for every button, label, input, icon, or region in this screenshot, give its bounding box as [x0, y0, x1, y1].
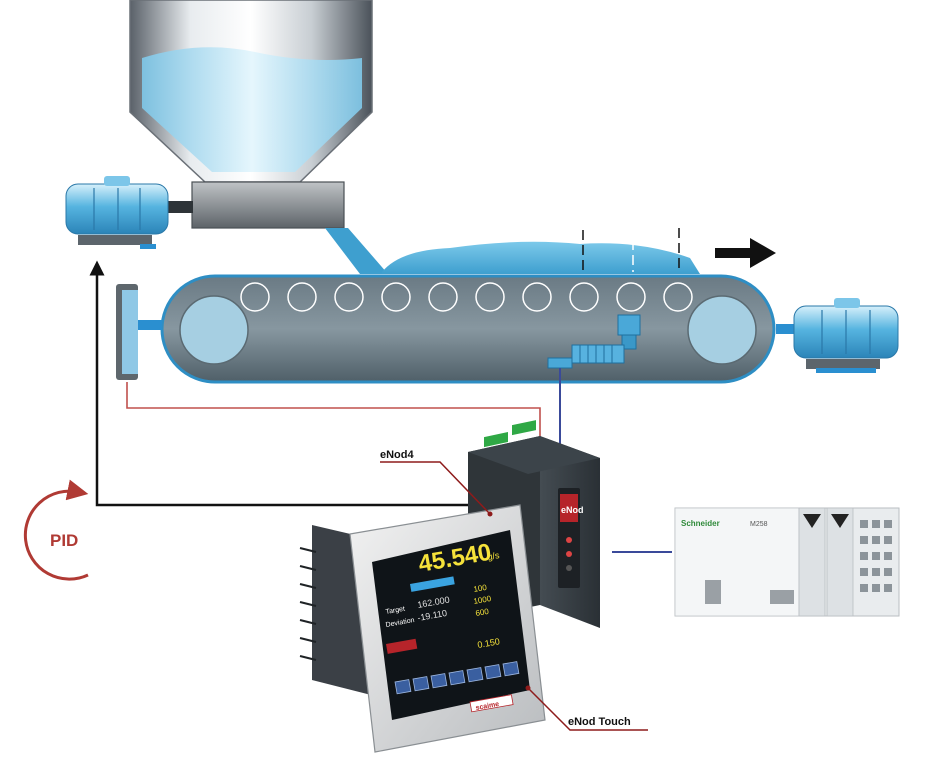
material-chute [325, 228, 388, 274]
discharge-motor [776, 298, 899, 373]
panel-heatsink-fins [299, 547, 317, 661]
screen-right-value-1: 100 [473, 583, 488, 594]
screen-main-unit: g/s [487, 550, 501, 562]
belt-idler-rollers [240, 282, 693, 312]
plc-brand: Schneider [681, 519, 720, 528]
load-cell [547, 314, 641, 369]
screen-button-row [394, 661, 520, 695]
enod4-brand: eNod [561, 505, 584, 515]
dosing-gate [163, 181, 345, 229]
plc-controller: Schneider M258 [674, 507, 900, 617]
enod4-callout: eNod4 [380, 449, 493, 517]
plc-model: M258 [750, 521, 768, 528]
conveyor-belt [160, 274, 776, 384]
pid-loop-arrow-icon [23, 479, 89, 581]
screen-row-label-2: Deviation [385, 617, 415, 629]
feed-motor [65, 176, 169, 249]
screen-right-value-3: 600 [475, 607, 490, 618]
speed-encoder [116, 284, 162, 380]
enod-touch-callout: eNod Touch [525, 685, 648, 731]
plc-io-terminals [860, 520, 892, 592]
pid-feedback-wire [89, 260, 468, 507]
enod-touch-panel: 45.540 g/s Target 162.000 Deviation -19.… [299, 504, 546, 753]
screen-right-value-2: 1000 [473, 594, 493, 606]
enod-touch-label: eNod Touch [568, 716, 631, 728]
product-layer [382, 228, 700, 274]
encoder-signal-wire [126, 382, 541, 440]
enod4-label: eNod4 [380, 449, 415, 461]
flow-direction-arrow-icon [715, 238, 776, 268]
hopper [129, 0, 373, 183]
pid-label: PID [50, 531, 78, 550]
panel-brand: scaime [475, 701, 500, 712]
screen-bottom-value: 0.150 [477, 636, 501, 650]
screen-row-label-1: Target [385, 606, 405, 616]
